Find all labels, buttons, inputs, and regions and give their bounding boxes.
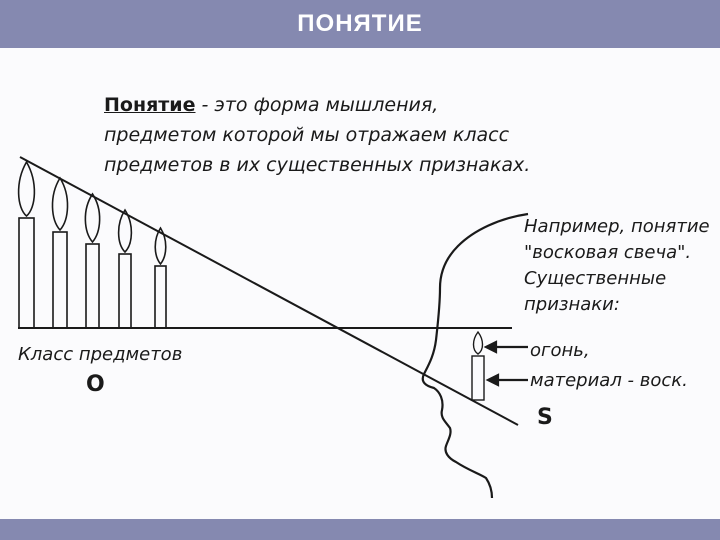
definition-text: Понятие - это форма мышления, предметом … [104,90,530,180]
bottom-bar [0,519,720,540]
definition-line-1-rest: - это форма мышления, [195,94,439,116]
sight-line [19,156,519,426]
example-line-2: "восковая свеча". [524,242,692,263]
candle-group [17,160,167,329]
head-profile [421,212,529,499]
example-line-1: Например, понятие [524,216,710,237]
attribute-wax: материал - воск. [530,370,688,391]
definition-line-3: предметов в их существенных признаках. [104,154,531,176]
example-line-3: Существенные [524,268,667,289]
candle-1 [17,160,36,329]
slide-body [0,48,720,519]
attribute-fire: огонь, [530,340,590,361]
definition-line-2: предметом которой мы отражаем класс [104,124,510,146]
candle-3 [84,192,101,329]
definition-term: Понятие [104,94,196,116]
candle-2 [51,176,69,329]
example-line-4: признаки: [524,294,620,315]
attribute-arrows [483,340,528,387]
concept-candle [471,330,485,401]
title-bar [0,0,720,48]
definition-line-1: Понятие - это форма мышления, [104,90,530,120]
subject-letter: S [537,405,553,430]
object-letter: О [86,372,105,397]
example-text: Например, понятие "восковая свеча". Суще… [524,214,710,318]
candle-4 [117,208,133,329]
candle-5 [154,226,167,329]
class-label: Класс предметов [18,344,183,365]
slide-title: ПОНЯТИЕ [297,10,423,37]
